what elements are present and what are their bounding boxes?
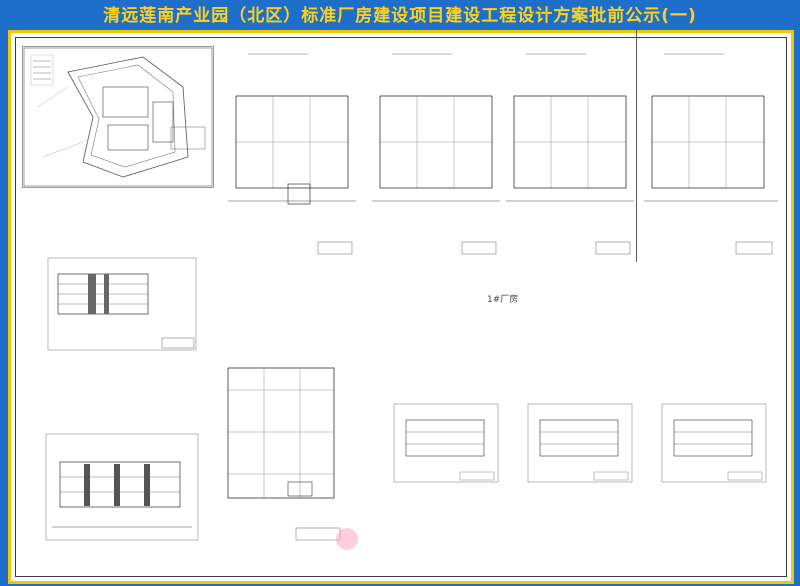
floor-plan-5 [216,350,350,546]
drawing-inner-border [15,37,787,577]
elevation-drawing-4 [526,402,634,484]
elevation-drawing-5 [660,402,768,484]
floor-plan-2 [372,46,500,258]
elevation-drawing-3 [392,402,500,484]
divider-line [636,30,637,262]
section-label: 1#厂房 [487,295,519,305]
page-title: 清远莲南产业园（北区）标准厂房建设项目建设工程设计方案批前公示(一) [103,6,697,26]
floor-plan-1 [228,46,356,258]
floor-plan-3 [506,46,634,258]
elevation-drawing-1 [44,256,200,352]
elevation-drawing-2 [44,432,200,542]
floor-plan-4 [644,46,778,258]
site-plan-drawing [22,46,214,188]
seal-stamp [336,528,358,550]
